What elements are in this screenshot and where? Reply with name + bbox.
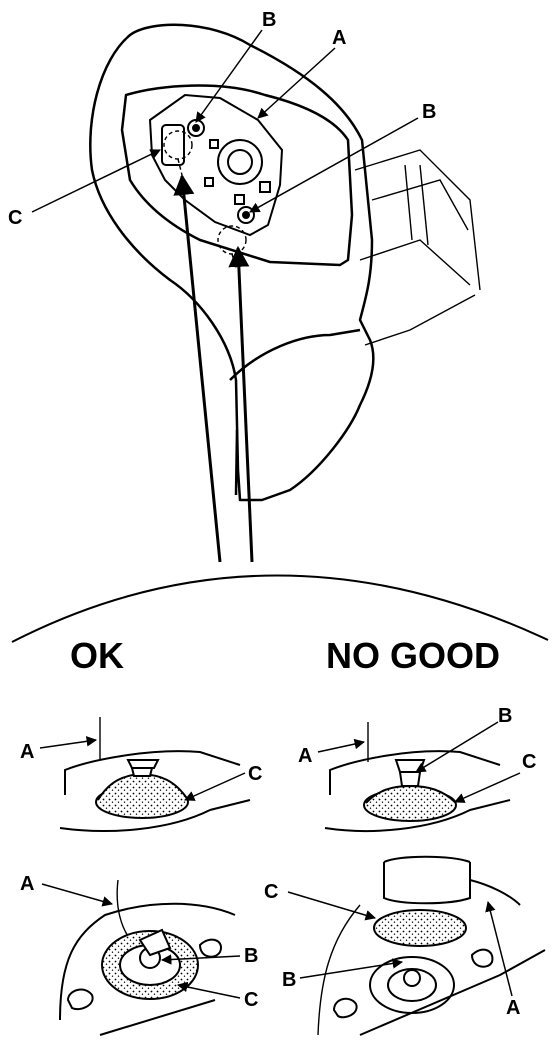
no-good-lower-detail [317,855,546,1036]
ok-upper-label-c: C [248,763,262,785]
panel-separator-arc [11,574,549,643]
mirror-housing [89,23,375,502]
no-good-lower-label-b: B [282,969,296,991]
no-good-lower-label-c: C [264,881,278,903]
ok-lower-leaders [41,883,241,999]
no-good-upper-leaders [317,721,521,803]
insertion-arrows [173,173,254,563]
no-good-upper-label-a: A [298,745,312,767]
no-good-lower-label-a: A [506,997,520,1019]
door-frame [354,149,481,346]
ok-upper-detail [59,717,251,832]
ok-upper-label-a: A [20,741,34,763]
callout-c-top: C [8,207,22,229]
callout-a-top: A [332,27,346,49]
no-good-lower-leaders [287,891,513,997]
no-good-upper-label-b: B [498,705,512,727]
ok-lower-label-a: A [20,873,34,895]
ok-lower-label-b: B [244,945,258,967]
callout-b-top-2: B [422,101,436,123]
no-good-upper-detail [324,722,511,832]
heading-no-good: NO GOOD [326,635,500,676]
top-callout-labels: B A B C [8,9,436,229]
actuator-plate [148,93,284,237]
no-good-upper-label-c: C [522,751,536,773]
callout-b-top-1: B [262,9,276,31]
ok-upper-leaders [39,736,246,801]
top-leader-lines [31,29,419,213]
ok-lower-label-c: C [244,989,258,1011]
heading-ok: OK [70,635,124,676]
